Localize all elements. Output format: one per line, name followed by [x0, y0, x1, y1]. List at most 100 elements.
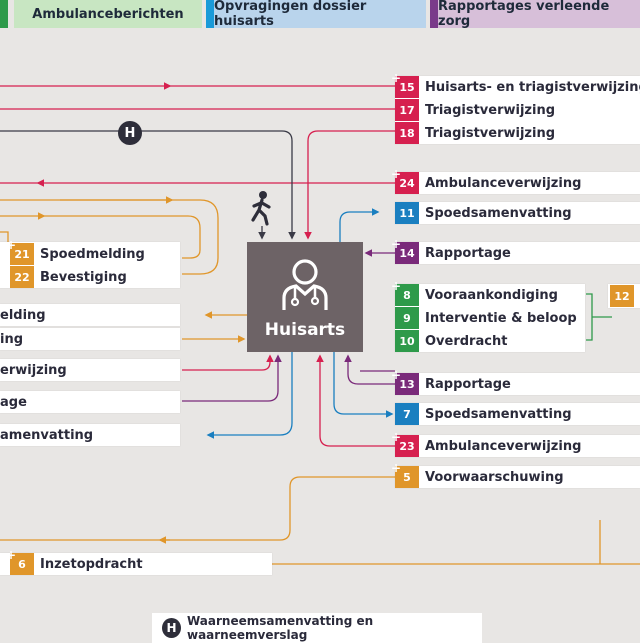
h-marker-icon: H — [118, 121, 142, 145]
item-label: Rapportage — [425, 376, 511, 392]
number-badge: 12 — [610, 285, 634, 307]
left-cut-box[interactable]: age — [0, 391, 180, 413]
item-label: elding — [0, 307, 46, 323]
left-cut-box[interactable]: erwijzing — [0, 359, 180, 381]
number-badge: 11 — [395, 202, 419, 224]
badge-number: 23 — [399, 439, 415, 453]
plus-icon: + — [391, 71, 402, 85]
list-item[interactable]: 17 Triagistverwijzing — [395, 99, 640, 121]
item-label: Rapportage — [425, 245, 511, 261]
right-group-box: +8 Vooraankondiging 9 Interventie & beloop 1… — [391, 279, 585, 352]
badge-number: 24 — [399, 176, 415, 190]
badge-number: 6 — [18, 557, 26, 571]
list-item[interactable]: 10 Overdracht — [395, 330, 585, 352]
item-label: Spoedsamenvatting — [425, 406, 572, 422]
list-item[interactable]: +15 Huisarts- en triagistverwijzing — [391, 71, 640, 98]
item-label: age — [0, 394, 27, 410]
list-item[interactable]: +13 Rapportage — [391, 368, 640, 395]
list-item[interactable]: 11 Spoedsamenvatting — [395, 202, 640, 224]
item-label: amenvatting — [0, 427, 94, 443]
number-badge: 9 — [395, 307, 419, 329]
number-badge: + 21 — [6, 238, 34, 265]
number-badge: 18 — [395, 122, 419, 144]
list-item[interactable]: 7 Spoedsamenvatting — [395, 403, 640, 425]
badge-number: 8 — [403, 288, 411, 302]
number-badge: +8 — [391, 279, 419, 306]
right-group-box: +14 Rapportage — [391, 237, 640, 264]
plus-icon: + — [391, 461, 402, 475]
list-item[interactable]: 9 Interventie & beloop — [395, 307, 585, 329]
left-cut-box[interactable]: elding — [0, 304, 180, 326]
badge-number: 17 — [399, 103, 415, 117]
list-item[interactable]: +8 Vooraankondiging — [391, 279, 585, 306]
header-edge-left — [0, 0, 8, 28]
list-item[interactable]: +24 Ambulanceverwijzing — [391, 167, 640, 194]
item-label: Bevestiging — [40, 269, 127, 285]
right-group-box: +13 Rapportage — [391, 368, 640, 395]
right-group-box: 7 Spoedsamenvatting — [395, 403, 640, 425]
badge-number: 14 — [399, 246, 415, 260]
item-label: Triagistverwijzing — [425, 125, 555, 141]
item-label: Triagistverwijzing — [425, 102, 555, 118]
item-label: Interventie & beloop — [425, 310, 577, 326]
item-label: Vooraankondiging — [425, 287, 558, 303]
walking-person-icon — [248, 190, 276, 230]
item-label: Overdracht — [425, 333, 508, 349]
header-edge-right — [430, 0, 438, 28]
badge-number: 11 — [399, 206, 415, 220]
item-label: Voorwaarschuwing — [425, 469, 564, 485]
item-label: Spoedmelding — [40, 246, 145, 262]
right-group-box: +5 Voorwaarschuwing — [391, 461, 640, 488]
badge-number: 10 — [399, 334, 415, 348]
header-edge-middle — [206, 0, 214, 28]
plus-icon: + — [391, 279, 402, 293]
right-edge-box[interactable]: 12 — [608, 284, 640, 308]
number-badge: +23 — [391, 430, 419, 457]
left-cut-box[interactable]: amenvatting — [0, 424, 180, 446]
plus-icon: + — [391, 167, 402, 181]
plus-icon: + — [391, 237, 402, 251]
list-item[interactable]: 22 Bevestiging — [10, 266, 180, 288]
badge-number: 13 — [399, 377, 415, 391]
huisarts-node[interactable]: Huisarts — [247, 242, 363, 352]
number-badge: +14 — [391, 237, 419, 264]
item-label: Ambulanceverwijzing — [425, 175, 582, 191]
number-badge: +15 — [391, 71, 419, 98]
left-group-box: + 21 Spoedmelding 22 Bevestiging — [0, 238, 180, 288]
doctor-icon — [282, 259, 328, 310]
badge-number: 21 — [14, 247, 30, 261]
plus-icon: + — [391, 430, 402, 444]
right-group-box: 11 Spoedsamenvatting — [395, 202, 640, 224]
list-item[interactable]: +14 Rapportage — [391, 237, 640, 264]
tab-ambulanceberichten[interactable]: Ambulanceberichten — [14, 0, 202, 28]
bottom-item-box[interactable]: + 6 Inzetopdracht — [0, 548, 272, 575]
badge-number: 22 — [14, 270, 30, 284]
number-badge: +5 — [391, 461, 419, 488]
number-badge: 10 — [395, 330, 419, 352]
tab-label: Ambulanceberichten — [32, 6, 184, 22]
badge-number: 7 — [403, 407, 411, 421]
legend: H Waarneemsamenvatting en waarneemversla… — [152, 613, 482, 643]
plus-icon: + — [6, 548, 17, 562]
tab-opvragingen-dossier-huisarts[interactable]: Opvragingen dossier huisarts — [214, 0, 426, 29]
right-group-box: +24 Ambulanceverwijzing — [391, 167, 640, 194]
left-cut-box[interactable]: ing — [0, 328, 180, 350]
item-label: erwijzing — [0, 362, 67, 378]
number-badge: 17 — [395, 99, 419, 121]
number-badge: 7 — [395, 403, 419, 425]
item-label: Huisarts- en triagistverwijzing — [425, 79, 640, 95]
list-item[interactable]: + 21 Spoedmelding — [6, 238, 180, 265]
list-item[interactable]: +5 Voorwaarschuwing — [391, 461, 640, 488]
legend-label: Waarneemsamenvatting en waarneemverslag — [186, 614, 374, 642]
item-label: ing — [0, 331, 24, 347]
tab-rapportages-verleende-zorg[interactable]: Rapportages verleende zorg — [438, 0, 640, 29]
item-label: Spoedsamenvatting — [425, 205, 572, 221]
list-item[interactable]: 18 Triagistverwijzing — [395, 122, 640, 144]
h-marker-icon: H — [162, 618, 181, 638]
plus-icon: + — [391, 368, 402, 382]
badge-number: 18 — [399, 126, 415, 140]
